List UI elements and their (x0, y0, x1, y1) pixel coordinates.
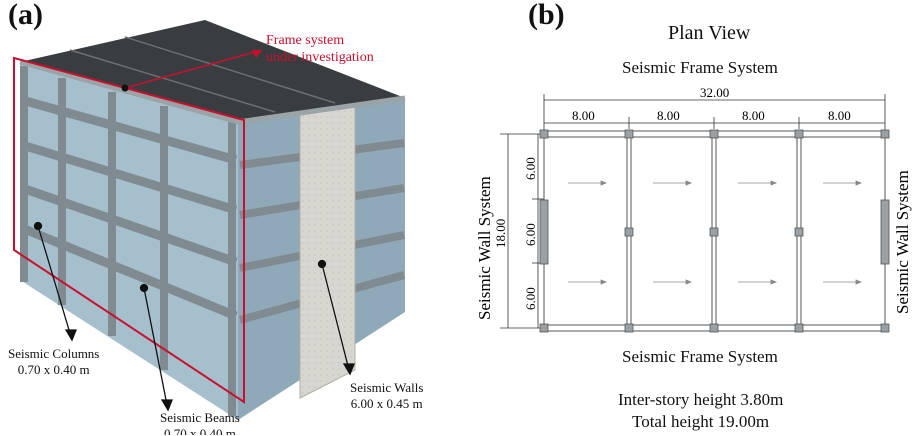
roof-lines (69, 36, 336, 113)
total-height-text: Total height 19.00m (632, 412, 770, 431)
span-label-2: 6.00 (523, 223, 538, 246)
columns-callout-line2: 0.70 x 0.40 m (17, 362, 90, 377)
frame-note-line2: under investigation (266, 50, 374, 65)
shear-wall (299, 103, 356, 399)
bay-label-1: 8.00 (572, 108, 595, 123)
beams-callout-line1: Seismic Beams (160, 410, 240, 425)
walls-callout-line1: Seismic Walls (350, 380, 424, 395)
plan-title: Plan View (668, 22, 751, 44)
frame-system-top-label: Seismic Frame System (622, 58, 778, 77)
frame-note-arrow (124, 49, 263, 89)
walls-callout-line2: 6.00 x 0.45 m (350, 396, 423, 411)
plan-columns (539, 129, 890, 333)
columns-callout-line1: Seismic Columns (8, 346, 100, 361)
frame-highlight-outline (13, 56, 245, 404)
bay-label-4: 8.00 (828, 108, 851, 123)
panel-b-label: (b) (528, 0, 565, 31)
bay-label-3: 8.00 (742, 108, 765, 123)
wall-system-right-label: Seismic Wall System (893, 170, 912, 314)
roof (20, 20, 405, 122)
walls-callout: Seismic Walls 6.00 x 0.45 m (350, 380, 423, 412)
span-label-1: 6.00 (523, 157, 538, 180)
frame-system-bottom-label: Seismic Frame System (622, 347, 778, 366)
story-height-text: Inter-story height 3.80m (618, 390, 784, 409)
total-width-label: 32.00 (700, 85, 729, 100)
beams-callout: Seismic Beams 0.70 x 0.40 m (160, 410, 240, 435)
columns-callout: Seismic Columns 0.70 x 0.40 m (8, 346, 99, 378)
front-columns (20, 66, 236, 416)
panel-a-label: (a) (8, 0, 43, 31)
building-front-face (20, 62, 238, 420)
beams-callout-line2: 0.70 x 0.40 m (163, 426, 236, 435)
front-floor-slabs (20, 95, 238, 321)
building-3d-model (13, 20, 406, 420)
plan-wall-right (880, 199, 890, 265)
slab-span-arrows (568, 180, 863, 285)
frame-note-line1: Frame system (266, 33, 345, 48)
plan-view-drawing: Seismic Wall System Seismic Wall System … (475, 85, 912, 333)
total-depth-label: 18.00 (493, 219, 508, 248)
frame-note-text: Frame system under investigation (266, 32, 374, 66)
bay-label-2: 8.00 (657, 108, 680, 123)
callout-leaders (33, 221, 355, 412)
span-label-3: 6.00 (523, 287, 538, 310)
wall-system-left-label: Seismic Wall System (475, 176, 494, 320)
plan-wall-left (539, 199, 549, 265)
